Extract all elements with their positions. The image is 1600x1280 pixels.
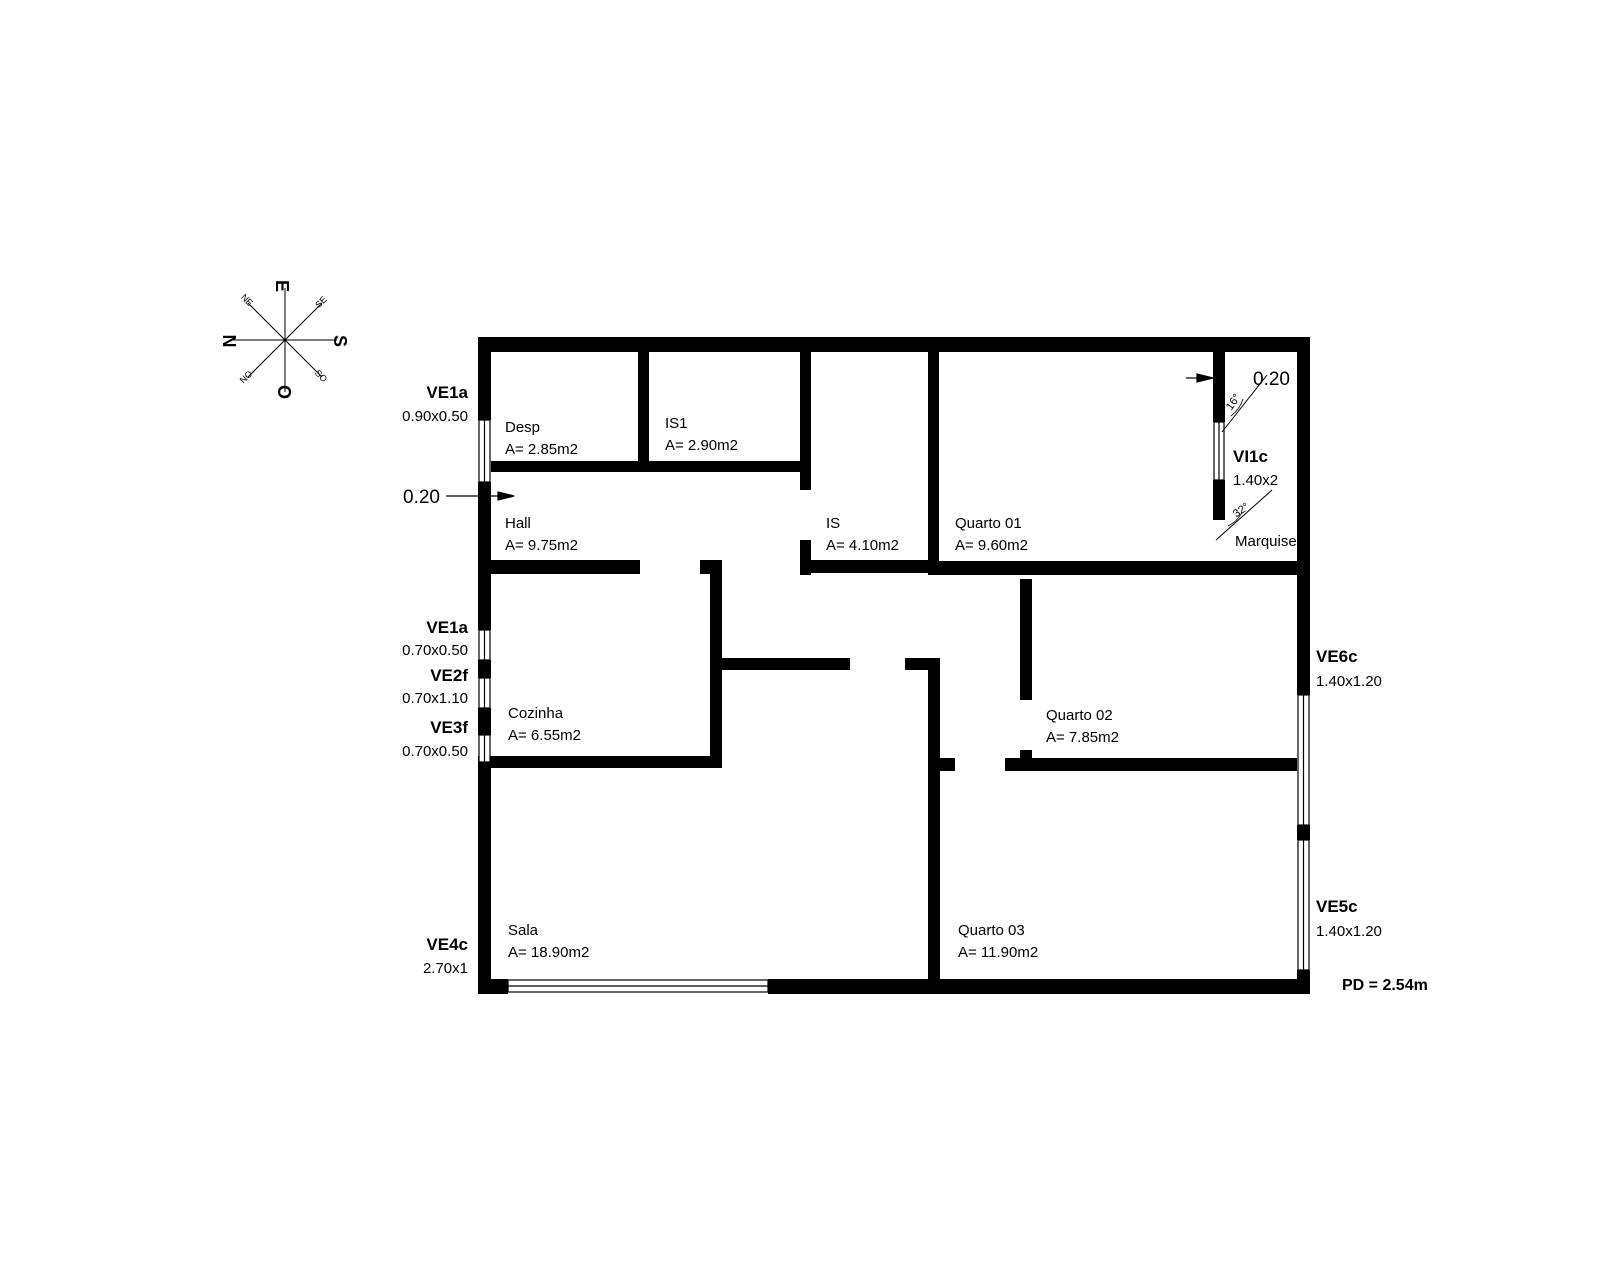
marquise-slope-lines [1215, 374, 1273, 541]
wall-thickness-dim-left: 0.20 [403, 487, 440, 508]
opening-size-vi1c: 1.40x2 [1233, 472, 1278, 489]
compass-rose [233, 288, 337, 392]
compass-ne-label: NE [239, 292, 255, 308]
room-name-is1: IS1 [665, 415, 688, 432]
opening-code-ve6c: VE6c [1316, 647, 1358, 666]
room-area-hall: A= 9.75m2 [505, 537, 578, 554]
opening-code-ve2f: VE2f [430, 666, 468, 685]
room-name-quarto03: Quarto 03 [958, 922, 1025, 939]
compass-se-label: SE [313, 294, 329, 310]
room-area-is1: A= 2.90m2 [665, 437, 738, 454]
room-area-is: A= 4.10m2 [826, 537, 899, 554]
room-name-hall: Hall [505, 515, 531, 532]
wall-thickness-dim-right: 0.20 [1253, 369, 1290, 390]
room-name-quarto02: Quarto 02 [1046, 707, 1113, 724]
room-name-marquise: Marquise [1235, 533, 1297, 550]
compass-n-label: N [219, 335, 239, 348]
dimension-arrows [446, 373, 1214, 501]
opening-size-ve4c: 2.70x1 [423, 960, 468, 977]
ceiling-height-label: PD = 2.54m [1342, 977, 1428, 994]
opening-size-ve1a-mid: 0.70x0.50 [402, 642, 468, 659]
compass-e-label: E [272, 280, 292, 292]
compass-no-label: NO [238, 369, 255, 386]
window-symbols [478, 419, 1310, 993]
room-name-desp: Desp [505, 419, 540, 436]
room-name-quarto01: Quarto 01 [955, 515, 1022, 532]
opening-size-ve3f: 0.70x0.50 [402, 743, 468, 760]
room-labels: Desp A= 2.85m2 IS1 A= 2.90m2 Hall A= 9.7… [505, 415, 1297, 961]
opening-code-vi1c: VI1c [1233, 447, 1268, 466]
compass-o-label: O [274, 385, 294, 399]
room-area-cozinha: A= 6.55m2 [508, 727, 581, 744]
room-area-desp: A= 2.85m2 [505, 441, 578, 458]
room-area-quarto01: A= 9.60m2 [955, 537, 1028, 554]
opening-size-ve6c: 1.40x1.20 [1316, 673, 1382, 690]
opening-size-ve1a-top: 0.90x0.50 [402, 408, 468, 425]
room-name-is: IS [826, 515, 840, 532]
room-area-sala: A= 18.90m2 [508, 944, 589, 961]
walls [478, 337, 1310, 994]
opening-code-ve1a-top: VE1a [426, 383, 468, 402]
opening-size-ve2f: 0.70x1.10 [402, 690, 468, 707]
opening-code-ve3f: VE3f [430, 718, 468, 737]
room-name-sala: Sala [508, 922, 539, 939]
opening-code-ve1a-mid: VE1a [426, 618, 468, 637]
room-name-cozinha: Cozinha [508, 705, 564, 722]
opening-size-ve5c: 1.40x1.20 [1316, 923, 1382, 940]
room-area-quarto02: A= 7.85m2 [1046, 729, 1119, 746]
opening-code-ve4c: VE4c [426, 935, 468, 954]
opening-code-ve5c: VE5c [1316, 897, 1358, 916]
marquise-angle-lower: 32° [1231, 501, 1252, 520]
room-area-quarto03: A= 11.90m2 [958, 944, 1038, 961]
compass-s-label: S [330, 335, 350, 347]
opening-labels: VE1a 0.90x0.50 VE1a 0.70x0.50 VE2f 0.70x… [402, 383, 1382, 977]
